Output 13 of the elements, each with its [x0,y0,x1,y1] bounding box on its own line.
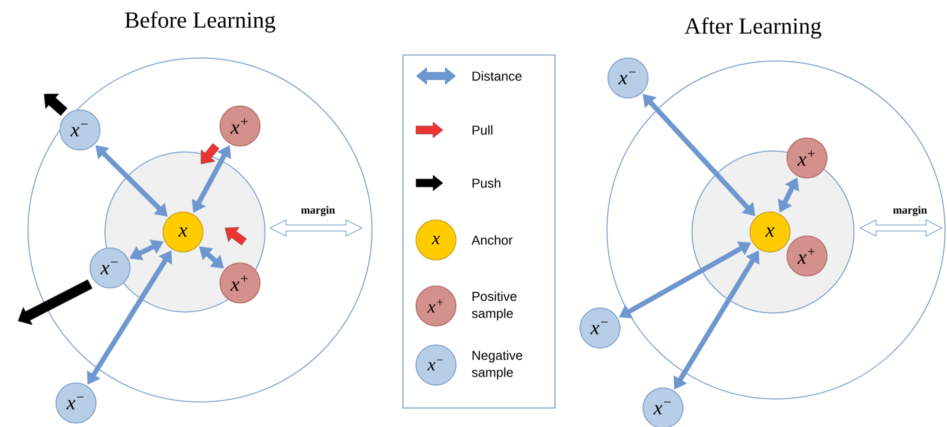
legend-symbol-text: x$^{+}$ [427,299,443,313]
legend-label: Push [472,178,500,188]
legend-label: Pull [472,125,492,135]
legend-label: Positive sample [472,291,516,321]
legend-label: Distance [472,71,522,81]
panel-title: After Learning [684,17,822,39]
legend-symbol-text: x [432,236,440,244]
legend-label: Anchor [472,235,512,245]
legend-label: Negative sample [472,350,522,380]
legend-symbol-text: x$^{−}$ [427,360,443,370]
margin-label: margin [301,206,335,216]
margin-label: margin [893,206,927,216]
panel-title: Before Learning [125,11,276,33]
